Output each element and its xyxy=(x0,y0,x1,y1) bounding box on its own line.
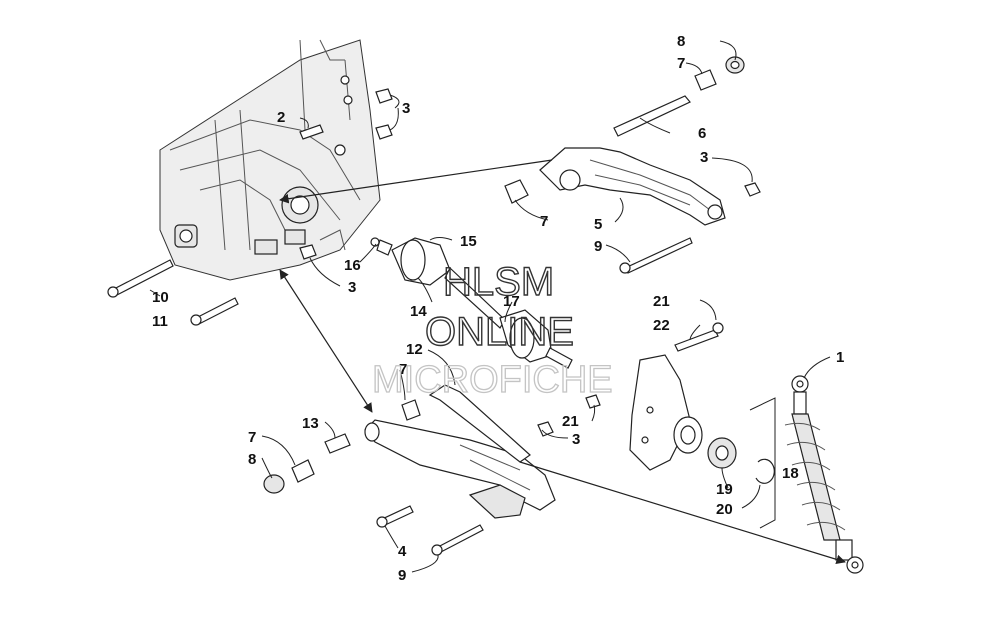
callout-22: 22 xyxy=(653,317,670,334)
callout-3-upper-arm: 3 xyxy=(700,149,708,166)
arrow-shock-to-lower-arm xyxy=(519,461,846,565)
bushing-7-lower xyxy=(401,399,421,421)
callout-3-lower: 3 xyxy=(572,431,580,448)
callout-18: 18 xyxy=(782,465,799,482)
callout-7-upper-arm: 7 xyxy=(540,213,548,230)
callout-11: 11 xyxy=(152,313,168,330)
bolt-21-top xyxy=(674,329,719,352)
callout-20: 20 xyxy=(716,501,733,518)
bracket-18 xyxy=(749,397,776,529)
callout-8-top: 8 xyxy=(677,33,685,50)
callout-7-left: 7 xyxy=(248,429,256,446)
callout-14: 14 xyxy=(410,303,427,320)
bolt-9-upper xyxy=(624,237,693,274)
bushing-7-upper xyxy=(504,179,529,204)
callout-7-lower: 7 xyxy=(399,361,407,378)
callout-19: 19 xyxy=(716,481,733,498)
nut-3-frame-top xyxy=(375,88,393,104)
nut-3-lower xyxy=(537,421,554,437)
bolt-11 xyxy=(195,297,239,325)
callout-6: 6 xyxy=(698,125,706,142)
callout-9-upper: 9 xyxy=(594,238,602,255)
nut-3-upper-arm xyxy=(744,182,761,197)
callout-8-left: 8 xyxy=(248,451,256,468)
bolt-2 xyxy=(299,124,324,140)
upper-a-arm xyxy=(539,147,726,226)
pivot-tube-13 xyxy=(324,433,351,454)
callout-17: 17 xyxy=(503,293,520,310)
callout-2: 2 xyxy=(277,109,285,126)
watermark-line-2: ONLINE xyxy=(425,310,574,354)
spindle-knuckle xyxy=(629,354,703,471)
watermark: HLSM ONLINE MICROFICHE xyxy=(371,259,613,401)
callout-5: 5 xyxy=(594,216,602,233)
callout-21-top: 21 xyxy=(653,293,670,310)
bushing-7-left xyxy=(291,459,315,483)
callout-3-frame-low: 3 xyxy=(348,279,356,296)
lower-a-arm xyxy=(364,384,556,519)
nut-3-frame-low xyxy=(299,244,317,260)
arrow-lower-arm-to-frame xyxy=(279,269,373,413)
washer-21 xyxy=(585,394,601,409)
drive-axle xyxy=(376,237,573,369)
callout-16: 16 xyxy=(344,257,361,274)
snap-ring-20 xyxy=(755,458,775,484)
seal-8-left xyxy=(263,474,285,494)
bushing-7-top xyxy=(694,69,717,91)
chassis-frame xyxy=(159,39,381,281)
callout-labels: 8 7 6 3 5 7 9 2 3 10 11 16 3 15 14 17 12… xyxy=(152,33,844,584)
callout-13: 13 xyxy=(302,415,319,432)
bolt-9-lower xyxy=(435,524,484,554)
callout-21-lower: 21 xyxy=(562,413,579,430)
watermark-line-3: MICROFICHE xyxy=(372,359,613,401)
watermark-line-1: HLSM xyxy=(443,260,554,304)
pivot-shaft-6 xyxy=(613,95,691,137)
arrow-upper-arm-to-frame xyxy=(279,159,553,204)
callout-12: 12 xyxy=(406,341,423,358)
callout-3-frame: 3 xyxy=(402,100,410,117)
callout-1: 1 xyxy=(836,349,844,366)
callout-15: 15 xyxy=(460,233,477,250)
callout-10: 10 xyxy=(152,289,169,306)
callout-7-top: 7 xyxy=(677,55,685,72)
callout-9-lower: 9 xyxy=(398,567,406,584)
callout-4: 4 xyxy=(398,543,407,560)
nut-3-frame-mid xyxy=(375,124,393,140)
leader-lines xyxy=(149,40,831,573)
